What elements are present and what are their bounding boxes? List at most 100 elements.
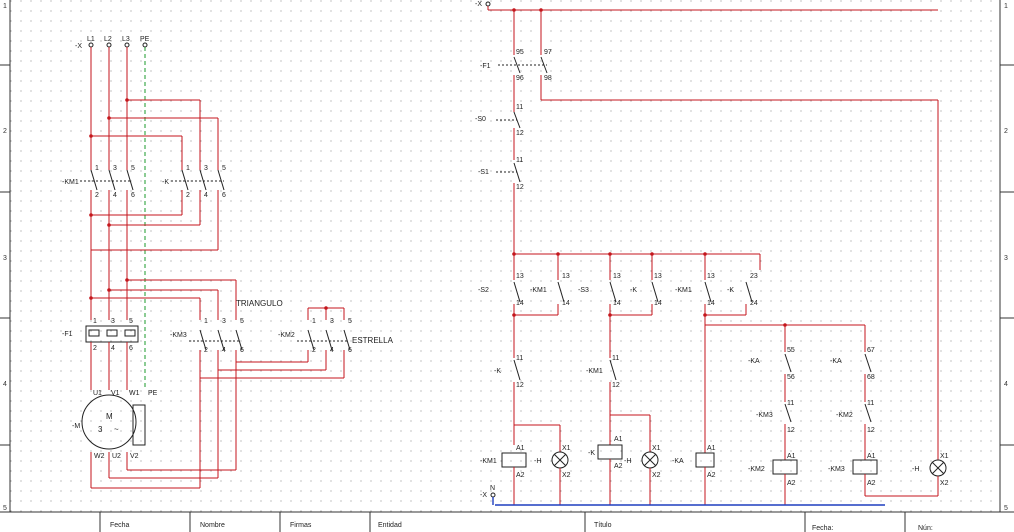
km1-pin4: 4 — [113, 192, 117, 199]
s1-tag: -S1 — [478, 169, 489, 176]
k-pin3: 3 — [204, 165, 208, 172]
s2-tag: -S2 — [478, 287, 489, 294]
ruler-left-1: 1 — [3, 3, 7, 10]
k-self-pin14: 14 — [654, 300, 662, 307]
motor-v1: V1 — [111, 390, 120, 397]
k-pin1: 1 — [186, 165, 190, 172]
k-interlock-pin11: 11 — [516, 355, 523, 362]
k-self-tag: -K — [630, 287, 637, 294]
f1-pin95: 95 — [516, 49, 524, 56]
km3-pin4: 4 — [222, 347, 226, 354]
h3-x2: X2 — [940, 480, 949, 487]
motor-w1: W1 — [129, 390, 140, 397]
h2-x1: X1 — [652, 445, 661, 452]
km1-self-pin13: 13 — [562, 273, 570, 280]
km2-pin2: 2 — [312, 347, 316, 354]
phase-l2: L2 — [104, 36, 112, 43]
k-coil-side: -H — [624, 458, 631, 465]
s0-pin11: 11 — [516, 104, 523, 111]
motor-pe: PE — [148, 390, 158, 397]
km1-pin2: 2 — [95, 192, 99, 199]
s3-pin13: 13 — [613, 273, 621, 280]
ruler-right-1: 1 — [1004, 3, 1008, 10]
km1-coil-a1: A1 — [516, 445, 525, 452]
s2-pin13: 13 — [516, 273, 524, 280]
k-pin6: 6 — [222, 192, 226, 199]
km3-interlock-tag: -KM3 — [756, 412, 773, 419]
control-n: N — [490, 485, 495, 492]
control-x-bot: -X — [480, 492, 487, 499]
motor-symbol-3: 3 — [98, 425, 103, 434]
s1-pin12: 12 — [516, 184, 524, 191]
km2-interlock-pin12: 12 — [867, 427, 875, 434]
f1-pin6: 6 — [129, 345, 133, 352]
km3-coil-a1: A1 — [867, 453, 876, 460]
title-block-fecha: Fecha — [110, 522, 130, 529]
k-pin2: 2 — [186, 192, 190, 199]
ka-coil-tag: -KA — [672, 458, 684, 465]
title-block-num: Nún: — [918, 525, 933, 532]
ka-pin67: 67 — [867, 347, 875, 354]
ruler-left-3: 3 — [3, 255, 7, 262]
title-block-firmas: Firmas — [290, 522, 312, 529]
s3-pin14: 14 — [613, 300, 621, 307]
f1-pin2: 2 — [93, 345, 97, 352]
f1-pin3: 3 — [111, 318, 115, 325]
km2-interlock-tag: -KM2 — [836, 412, 853, 419]
f1-pin97: 97 — [544, 49, 552, 56]
f1-pin1: 1 — [93, 318, 97, 325]
km3-pin5: 5 — [240, 318, 244, 325]
k-self-pin13: 13 — [654, 273, 662, 280]
km3-power-tag: -KM3 — [170, 332, 187, 339]
km3-coil-tag: -KM3 — [828, 466, 845, 473]
title-block-fecha2: Fecha: — [812, 525, 833, 532]
ruler-left-5: 5 — [3, 505, 7, 512]
motor-u1: U1 — [93, 390, 102, 397]
km2-coil-tag: -KM2 — [748, 466, 765, 473]
f1-pin96: 96 — [516, 75, 524, 82]
ruler-right-5: 5 — [1004, 505, 1008, 512]
km1-pin5: 5 — [131, 165, 135, 172]
km1-interlock-pin11: 11 — [612, 355, 619, 362]
km1-aux-pin13: 13 — [707, 273, 715, 280]
phase-l3: L3 — [122, 36, 130, 43]
ruler-right-4: 4 — [1004, 381, 1008, 388]
km1-interlock-tag: -KM1 — [586, 368, 603, 375]
s3-tag: -S3 — [578, 287, 589, 294]
title-block — [99, 512, 906, 532]
km1-coil-a2: A2 — [516, 472, 525, 479]
km2-pin6: 6 — [348, 347, 352, 354]
ka-timer-tag-2: -KA — [830, 358, 842, 365]
motor-u2: U2 — [112, 453, 121, 460]
km2-coil-a1: A1 — [787, 453, 796, 460]
f1-pin4: 4 — [111, 345, 115, 352]
ruler-left-2: 2 — [3, 128, 7, 135]
power-supply-tag: -X — [75, 43, 82, 50]
k-interlock-tag: -K — [494, 368, 501, 375]
km3-interlock-pin11: 11 — [787, 400, 794, 407]
k-interlock-pin12: 12 — [516, 382, 524, 389]
ka-pin55: 55 — [787, 347, 795, 354]
title-block-entidad: Entidad — [378, 522, 402, 529]
k-aux-pin23: 23 — [750, 273, 758, 280]
km1-interlock-pin12: 12 — [612, 382, 620, 389]
drawing-frame — [0, 0, 1014, 513]
k-aux-tag: -K — [727, 287, 734, 294]
km2-pin1: 1 — [312, 318, 316, 325]
k-coil-a2: A2 — [614, 463, 623, 470]
h1-tag: -H — [534, 458, 541, 465]
f1-pin5: 5 — [129, 318, 133, 325]
km3-pin2: 2 — [204, 347, 208, 354]
km1-power-tag: -KM1 — [62, 179, 79, 186]
phase-pe: PE — [140, 36, 150, 43]
phase-l1: L1 — [87, 36, 95, 43]
km2-power-tag: -KM2 — [278, 332, 295, 339]
km3-coil-a2: A2 — [867, 480, 876, 487]
motor-v2: V2 — [130, 453, 139, 460]
ruler-right-3: 3 — [1004, 255, 1008, 262]
km3-pin3: 3 — [222, 318, 226, 325]
motor-w2: W2 — [94, 453, 105, 460]
km3-pin1: 1 — [204, 318, 208, 325]
km1-pin3: 3 — [113, 165, 117, 172]
